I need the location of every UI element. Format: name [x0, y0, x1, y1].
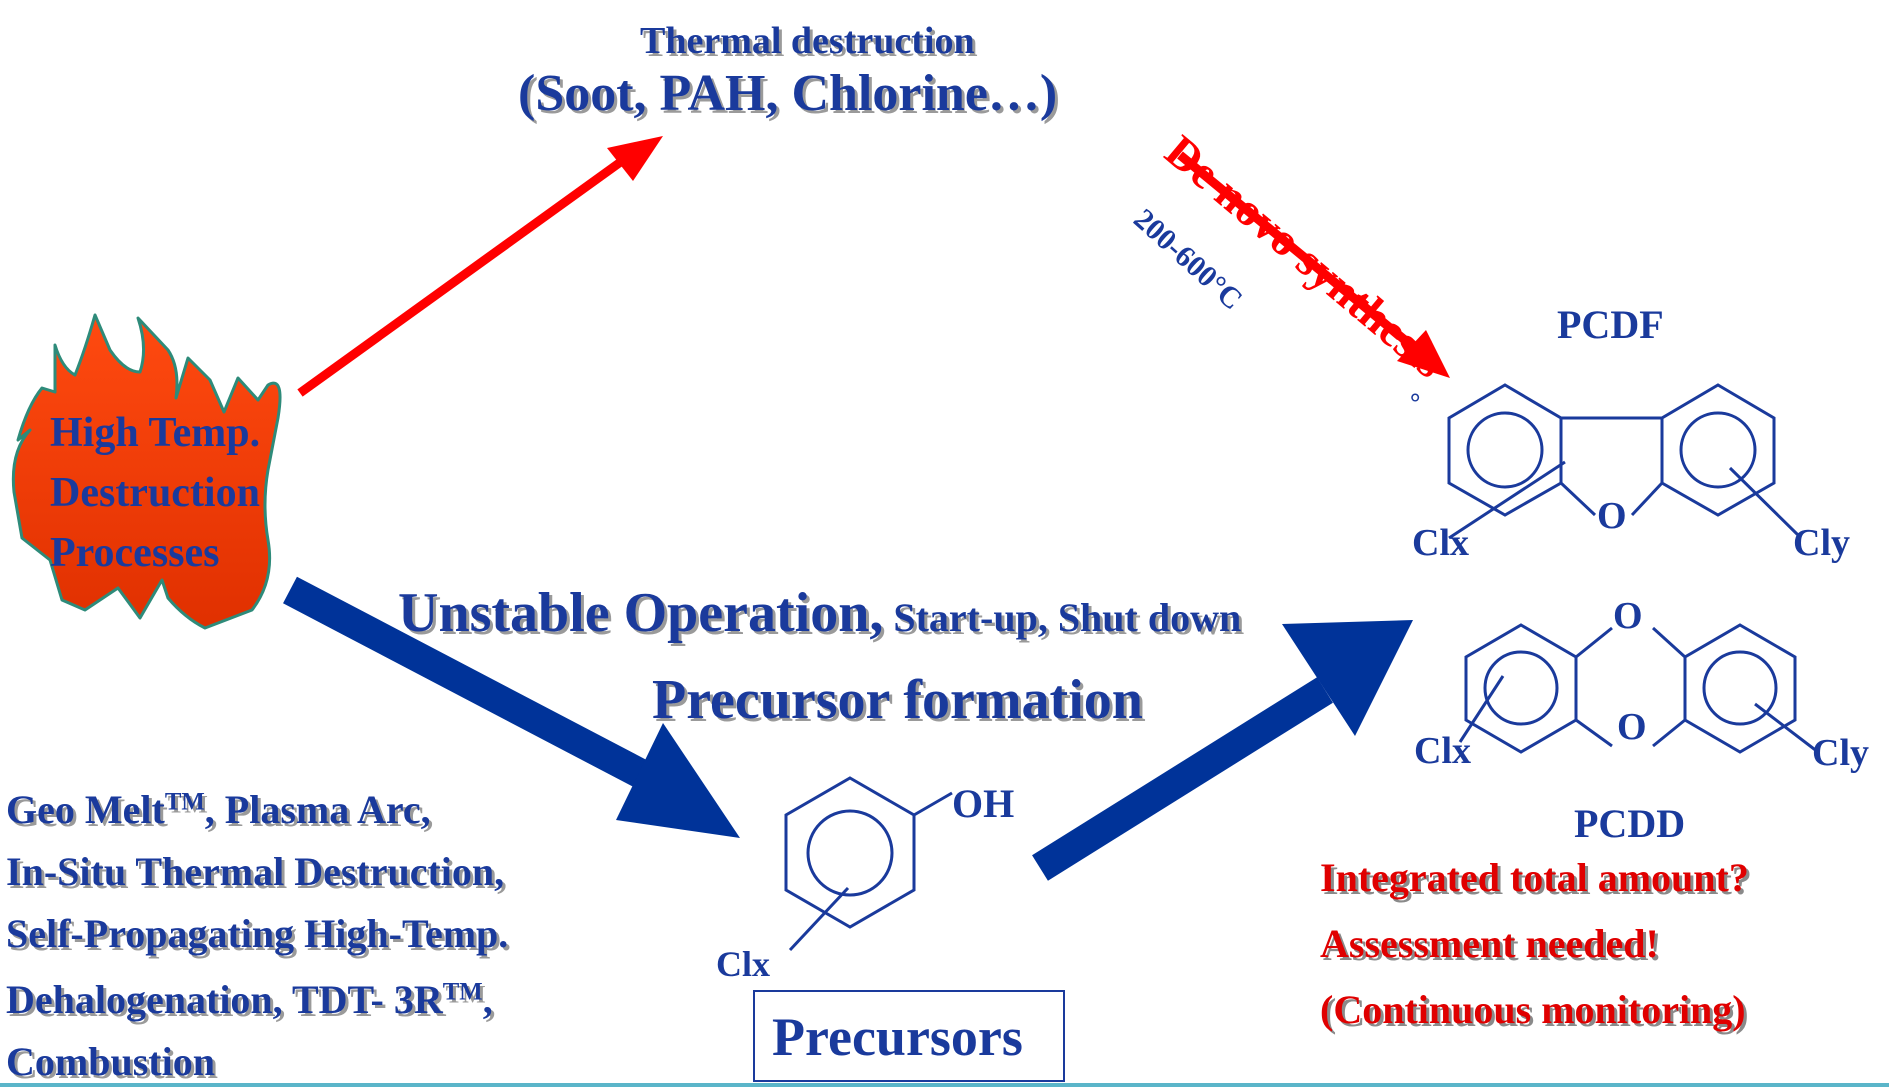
technology-plasma-arc: , Plasma Arc, — [204, 787, 431, 832]
flame-label-line-3: Processes — [50, 530, 220, 576]
pcdf-cly: Cly — [1793, 522, 1850, 564]
technologies-line-1: Geo MeltTM, Plasma Arc, — [6, 787, 431, 832]
assessment-line-2: Assessment needed! — [1320, 921, 1659, 966]
arrow-to-dioxins — [1032, 677, 1333, 881]
unstable-operation-detail: Start-up, Shut down — [883, 595, 1242, 640]
arrow-de-novo-synthesis — [1177, 151, 1426, 359]
precursors-box — [753, 990, 1065, 1082]
flame-label-line-1: High Temp. — [50, 410, 261, 456]
trademark-tdt: TM — [442, 978, 483, 1006]
arrow-to-thermal-destruction — [297, 144, 643, 397]
trademark-geo-melt: TM — [164, 788, 205, 816]
pcdd-structure — [1458, 623, 1819, 754]
pcdd-title: PCDD — [1574, 801, 1686, 846]
precursor-formation-label: Precursor formation — [652, 669, 1143, 731]
unstable-operation-main: Unstable Operation, — [398, 582, 884, 644]
thermal-destruction-title: Thermal destruction — [640, 20, 975, 62]
flame-label-line-2: Destruction — [50, 470, 260, 516]
assessment-line-3: (Continuous monitoring) — [1320, 987, 1746, 1032]
precursors-label: Precursors — [772, 1007, 1023, 1067]
pcdf-clx: Clx — [1412, 522, 1469, 564]
phenol-oh: OH — [952, 781, 1015, 826]
pcdd-oxygen-bottom: O — [1617, 706, 1647, 748]
phenol-clx: Clx — [716, 944, 770, 984]
bottom-divider — [0, 1083, 1889, 1087]
arrow-head-precursors — [616, 723, 740, 838]
flame-shape — [11, 313, 282, 630]
technologies-line-2: In-Situ Thermal Destruction, — [6, 849, 505, 894]
pcdd-clx: Clx — [1414, 730, 1471, 772]
pcdd-cly: Cly — [1812, 732, 1869, 774]
unstable-operation-label: Unstable Operation, Start-up, Shut down — [398, 585, 1241, 641]
arrow-to-precursors — [283, 576, 669, 799]
technologies-line-3: Self-Propagating High-Temp. — [6, 911, 509, 956]
phenol-structure — [784, 776, 953, 952]
technologies-line-4: Dehalogenation, TDT- 3RTM, — [6, 977, 493, 1022]
thermal-destruction-products: (Soot, PAH, Chlorine…) — [518, 65, 1058, 122]
technology-dehalogenation: Dehalogenation, TDT- 3R — [6, 977, 443, 1022]
arrow-head-dioxins — [1282, 620, 1413, 736]
technology-comma: , — [482, 977, 493, 1022]
technologies-line-5: Combustion — [6, 1039, 215, 1084]
assessment-line-1: Integrated total amount? — [1320, 855, 1749, 900]
technology-geo-melt: Geo Melt — [6, 787, 165, 832]
pcdf-title: PCDF — [1557, 302, 1664, 347]
pcdf-oxygen: O — [1597, 495, 1627, 537]
pcdf-structure — [1447, 383, 1800, 540]
degree-mark: ° — [1410, 388, 1421, 417]
arrow-head-thermal-destruction — [607, 136, 663, 181]
arrow-head-de-novo — [1397, 330, 1450, 378]
pcdd-oxygen-top: O — [1613, 595, 1643, 637]
